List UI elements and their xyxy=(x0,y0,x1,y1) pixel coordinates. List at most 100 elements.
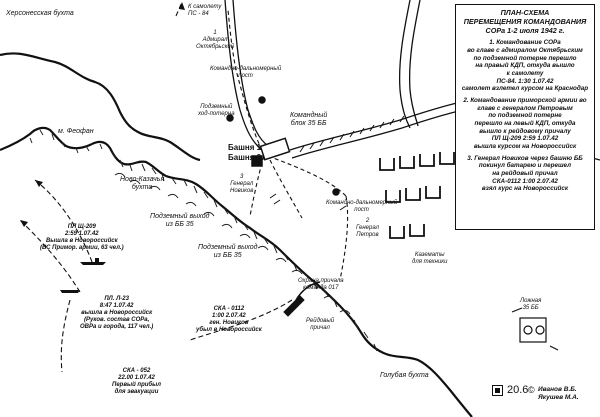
legend-title-line: ПЕРЕМЕЩЕНИЯ КОМАНДОВАНИЯ xyxy=(463,16,587,26)
authors-block: Иванов В.Б. Якушев М.А. xyxy=(538,386,579,403)
l23-line: ПЛ. Л-23 xyxy=(104,296,129,302)
submarine-l23-label: ПЛ. Л-23 8:47 1.07.42 вышла в Новороссий… xyxy=(80,296,153,330)
exit2-line: Подземный выход xyxy=(198,244,258,251)
raid-pier-line: причал xyxy=(310,324,330,331)
false-bb-line: 35 ББ xyxy=(522,304,539,311)
ska0112-line: СКА - 0112 xyxy=(213,306,245,312)
command-block-label: Командный блок 35 ББ xyxy=(290,112,327,128)
ska0112-line: убыл в Новороссийск xyxy=(196,326,262,333)
vessels xyxy=(60,258,106,293)
command-block xyxy=(226,96,340,196)
legend-item2-line: вышло к рейдовому причалу xyxy=(479,127,571,135)
underground-exit-2-label: Подземный выход из ББ 35 xyxy=(198,244,257,260)
rocky-shore xyxy=(29,129,378,352)
l23-line: (Руков. состав СОРа, xyxy=(84,316,150,323)
exit1-line: Подземный выход xyxy=(150,213,210,220)
shch209-line: Вышла в Новороссийск xyxy=(45,237,118,244)
cape-feofan-label: м. Феофан xyxy=(58,128,94,135)
figure-number-text: 20.6 xyxy=(507,384,529,396)
square-icon xyxy=(492,384,503,396)
false-battery xyxy=(511,307,559,351)
ska-0112-label: СКА - 0112 1:00 2.07.42 ген. Новиков убы… xyxy=(196,306,262,334)
ska0112-line: ген. Новиков xyxy=(209,319,249,326)
legend-item3-line: на рейдовый причал xyxy=(492,170,558,178)
casemates-label: Казематы для техники xyxy=(412,252,447,266)
evac-routes xyxy=(19,1,293,373)
legend-item1-line: по подземной потерне перешло xyxy=(473,54,577,62)
l23-line: вышла в Новороссийск xyxy=(81,309,153,316)
l23-line: 8:47 1.07.42 xyxy=(99,302,134,309)
pier-guard-line: команда 017 xyxy=(303,284,339,291)
gen-petrov-line: Генерал xyxy=(356,224,379,231)
pier-guard-label: Охрана причала команда 017 xyxy=(298,278,344,292)
legend-item1-line: ПС-84. 1:30 1.07.42 xyxy=(496,77,554,85)
legend-item3-line: СКА-0112 1:00 2.07.42 xyxy=(492,177,558,185)
route-markers xyxy=(269,193,347,211)
submarine-shch209-label: ПЛ Щ-209 2:59 1.07.42 Вышла в Новороссий… xyxy=(40,224,124,252)
kdp-post-line: пост xyxy=(238,72,253,79)
to-plane-line: К самолету xyxy=(188,4,222,10)
raid-pier xyxy=(283,281,321,317)
legend-item3-line: взял курс на Новороссийск xyxy=(481,185,569,193)
kdp-post-right-line: Командно-дальномерный xyxy=(326,200,398,206)
figure-number: 20.6 xyxy=(492,384,528,396)
tower-1-label: Башня 1 xyxy=(228,143,262,152)
legend-title-line: ПЛАН-СХЕМА xyxy=(500,8,550,17)
route-arrowheads xyxy=(20,2,185,227)
raid-pier-line: Рейдовый xyxy=(306,318,335,324)
gen-novikov-marker-label: 3 Генерал Новиков xyxy=(230,174,253,195)
legend-item1-line: к самолету xyxy=(506,70,544,78)
legend-item1-line: во главе с адмиралом Октябрьским xyxy=(467,47,583,55)
admiral-oktyabrsky-label: 1 Адмирал Октябрьский xyxy=(196,30,234,51)
ska052-line: для эвакуации xyxy=(114,388,159,395)
to-plane-line: ПС - 84 xyxy=(188,10,209,17)
legend-item2-line: главе с генералом Петровым xyxy=(477,104,573,112)
admiral-line: 1 xyxy=(213,30,217,36)
legend-item2-line: вышла курсом на Новороссийск xyxy=(473,143,577,151)
legend-item3-line: покинул батарею и перешел xyxy=(478,162,572,170)
false-bb-line: Ложная xyxy=(520,298,542,304)
casemates xyxy=(379,152,455,239)
l23-line: ОВРа и города, 117 чел.) xyxy=(80,323,154,330)
kdp-post-right-line: пост xyxy=(354,206,369,213)
casemates-line: для техники xyxy=(412,258,448,265)
kdp-post-right-label: Командно-дальномерный пост xyxy=(326,200,397,214)
legend-item2-line: ПЛ Щ-209 2:59 1.07.42 xyxy=(491,135,559,143)
legend-item2-line: перешло на левый КДП, откуда xyxy=(474,120,576,128)
admiral-line: Адмирал xyxy=(202,36,228,43)
shch209-line: ПЛ Щ-209 xyxy=(67,224,96,230)
false-bb-label: Ложная 35 ББ xyxy=(520,298,541,312)
command-block-line: блок 35 ББ xyxy=(290,120,327,128)
gen-petrov-line: Петров xyxy=(356,231,379,238)
copyright-icon: © xyxy=(528,385,535,395)
kdp-post-top-label: Командно-дальномерный пост xyxy=(210,66,281,80)
gen-novikov-line: 3 xyxy=(240,174,244,180)
to-plane-label: К самолету ПС - 84 xyxy=(188,4,221,18)
novo-kazachya-bay-label: Ново-Казачья бухта xyxy=(120,176,164,192)
legend-title-line: СОРа 1-2 июля 1942 г. xyxy=(485,25,565,35)
legend-item1-line: 1. Командование СОРа xyxy=(489,39,561,47)
underground-exit-1-label: Подземный выход из ББ 35 xyxy=(150,213,209,229)
exit1-line: из ББ 35 xyxy=(165,221,194,229)
underground-passages xyxy=(227,9,349,281)
legend-item2-line: 2. Командование приморской армии во xyxy=(463,97,587,105)
gen-petrov-line: 2 xyxy=(365,218,370,224)
underground-passage-line: ход-потерна xyxy=(198,110,235,117)
underground-passage-label: Подземный ход-потерна xyxy=(198,104,235,118)
legend-item2-line: по подземной потерне xyxy=(488,112,562,120)
admiral-line: Октябрьский xyxy=(196,43,235,50)
ska052-line: 22.00 1.07.42 xyxy=(118,374,155,381)
legend-item1-line: самолет взлетел курсом на Краснодар xyxy=(461,85,589,93)
pier-guard-line: Охрана причала xyxy=(298,278,344,284)
raid-pier-label: Рейдовый причал xyxy=(306,318,334,332)
command-block-line: Командный xyxy=(290,112,328,119)
author-name: Якушев М.А. xyxy=(538,394,579,402)
exit2-line: из ББ 35 xyxy=(213,252,242,260)
gen-novikov-line: Генерал xyxy=(230,180,254,187)
ska-052-label: СКА - 052 22.00 1.07.42 Первый прибыл дл… xyxy=(112,368,161,396)
kdp-post-line: Командно-дальномерный xyxy=(210,66,282,72)
legend-item3-line: 3. Генерал Новиков через башню ББ xyxy=(467,154,583,162)
gen-petrov-marker-label: 2 Генерал Петров xyxy=(356,218,379,239)
shch209-line: 2:59 1.07.42 xyxy=(64,230,99,237)
